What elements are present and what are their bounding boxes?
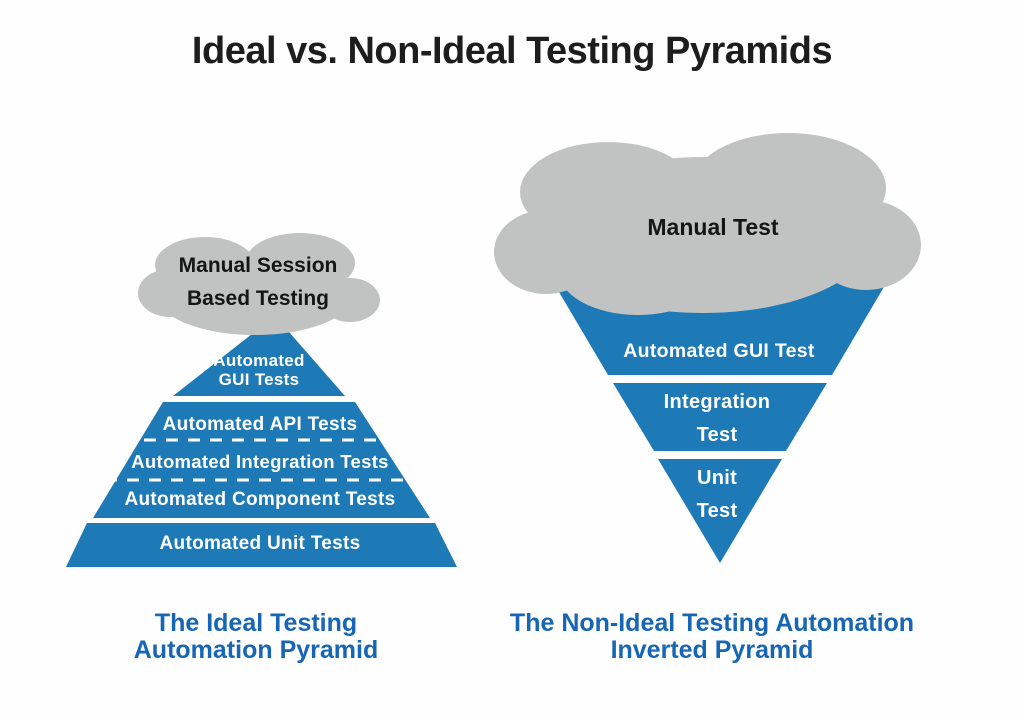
ideal-gui-layer-label: Automated GUI Tests bbox=[159, 351, 359, 389]
ideal-gui-layer-shape bbox=[173, 316, 345, 396]
ideal-unit-layer-shape bbox=[66, 523, 457, 567]
ideal-cloud-label: Manual Session Based Testing bbox=[138, 249, 378, 315]
inverted-unit-layer-shape bbox=[658, 459, 782, 563]
ideal-pyramid-shape bbox=[66, 316, 457, 567]
ideal-cloud-shape bbox=[138, 233, 380, 335]
non-ideal-cloud-label: Manual Test bbox=[647, 214, 779, 240]
non-ideal-cloud-shape bbox=[494, 133, 921, 315]
inverted-unit-layer-label: Unit Test bbox=[617, 462, 817, 528]
ideal-gui-line2: GUI Tests bbox=[218, 370, 300, 389]
inverted-unit-line2: Test bbox=[696, 500, 738, 522]
ideal-component-layer-label: Automated Component Tests bbox=[124, 489, 396, 510]
ideal-cloud-line1: Manual Session bbox=[178, 254, 338, 277]
inverted-integration-line2: Test bbox=[696, 424, 738, 446]
ideal-unit-layer-label: Automated Unit Tests bbox=[159, 533, 361, 554]
inverted-unit-line1: Unit bbox=[696, 467, 738, 489]
cloud-bump bbox=[157, 255, 353, 335]
ideal-middle-layers-shape bbox=[93, 402, 430, 518]
inverted-integration-layer-shape bbox=[613, 383, 827, 451]
non-ideal-pyramid-caption: The Non-Ideal Testing Automation Inverte… bbox=[492, 610, 932, 664]
inverted-integration-line1: Integration bbox=[663, 391, 771, 413]
non-ideal-caption-line1: The Non-Ideal Testing Automation bbox=[509, 609, 915, 637]
non-ideal-caption-line2: Inverted Pyramid bbox=[610, 636, 814, 664]
page-title: Ideal vs. Non-Ideal Testing Pyramids bbox=[191, 30, 833, 72]
inverted-gui-layer-label: Automated GUI Test bbox=[623, 340, 815, 362]
ideal-api-layer-label: Automated API Tests bbox=[162, 414, 358, 435]
ideal-pyramid-caption: The Ideal Testing Automation Pyramid bbox=[86, 610, 426, 664]
inverted-integration-layer-label: Integration Test bbox=[617, 386, 817, 452]
ideal-caption-line2: Automation Pyramid bbox=[133, 636, 379, 664]
ideal-caption-line1: The Ideal Testing bbox=[154, 609, 358, 637]
ideal-gui-line1: Automated bbox=[213, 351, 305, 370]
ideal-cloud-line2: Based Testing bbox=[187, 287, 329, 310]
ideal-integration-layer-label: Automated Integration Tests bbox=[131, 451, 389, 472]
cloud-bump bbox=[533, 157, 873, 313]
